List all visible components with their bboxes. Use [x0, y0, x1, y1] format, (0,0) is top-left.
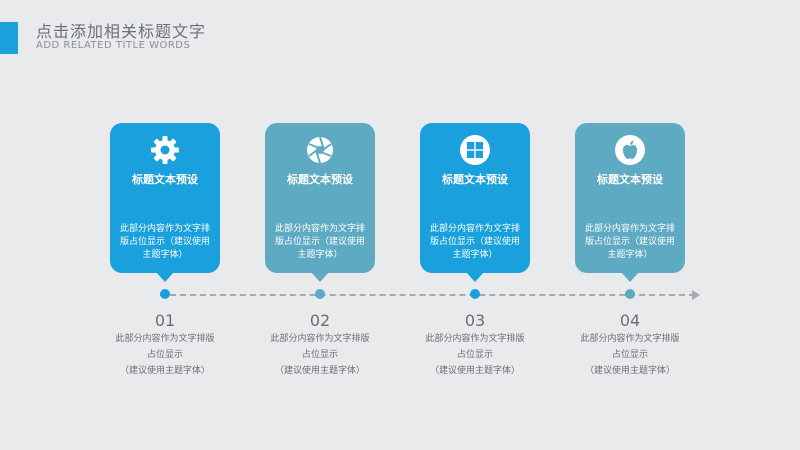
card-title: 标题文本预设 [132, 173, 198, 186]
apple-icon [615, 135, 645, 165]
timeline-line [160, 294, 695, 296]
step-description-3: 此部分内容作为文字排版 占位显示 （建议使用主题字体） [400, 331, 550, 379]
desc-line: 此部分内容作为文字排版 [115, 334, 215, 344]
card-4: 标题文本预设 此部分内容作为文字排版占位显示（建议使用主题字体） [575, 123, 685, 282]
desc-line: （建议使用主题字体） [429, 366, 520, 376]
desc-line: （建议使用主题字体） [584, 366, 675, 376]
desc-line: 此部分内容作为文字排版 [425, 334, 525, 344]
desc-line: （建议使用主题字体） [119, 366, 210, 376]
aperture-icon [307, 136, 333, 164]
desc-line: 占位显示 [611, 350, 648, 360]
card-body: 此部分内容作为文字排版占位显示（建议使用主题字体） [584, 224, 675, 260]
windows-icon [460, 135, 490, 165]
header-accent-bar [0, 22, 18, 54]
card-title: 标题文本预设 [442, 173, 508, 186]
card-title: 标题文本预设 [597, 173, 663, 186]
step-number-1: 01 [154, 311, 176, 330]
page-title: 点击添加相关标题文字 [36, 22, 207, 41]
gear-icon [151, 136, 179, 164]
timeline-arrow-icon [692, 290, 700, 300]
timeline-dot-2 [315, 289, 325, 299]
card-title: 标题文本预设 [287, 173, 353, 186]
step-number-2: 02 [309, 311, 331, 330]
timeline-dot-1 [160, 289, 170, 299]
desc-line: 此部分内容作为文字排版 [270, 334, 370, 344]
card-body: 此部分内容作为文字排版占位显示（建议使用主题字体） [429, 224, 520, 260]
card-1: 标题文本预设 此部分内容作为文字排版占位显示（建议使用主题字体） [110, 123, 220, 282]
page-subtitle: ADD RELATED TITLE WORDS [36, 40, 191, 51]
step-number-3: 03 [464, 311, 486, 330]
card-body: 此部分内容作为文字排版占位显示（建议使用主题字体） [274, 224, 365, 260]
desc-line: （建议使用主题字体） [274, 366, 365, 376]
timeline-dot-3 [470, 289, 480, 299]
desc-line: 占位显示 [146, 350, 183, 360]
step-number-4: 04 [619, 311, 641, 330]
card-body: 此部分内容作为文字排版占位显示（建议使用主题字体） [119, 224, 210, 260]
timeline-dot-4 [625, 289, 635, 299]
desc-line: 占位显示 [301, 350, 338, 360]
step-description-1: 此部分内容作为文字排版 占位显示 （建议使用主题字体） [90, 331, 240, 379]
step-description-2: 此部分内容作为文字排版 占位显示 （建议使用主题字体） [245, 331, 395, 379]
card-2: 标题文本预设 此部分内容作为文字排版占位显示（建议使用主题字体） [265, 123, 375, 282]
desc-line: 占位显示 [456, 350, 493, 360]
desc-line: 此部分内容作为文字排版 [580, 334, 680, 344]
card-3: 标题文本预设 此部分内容作为文字排版占位显示（建议使用主题字体） [420, 123, 530, 282]
step-description-4: 此部分内容作为文字排版 占位显示 （建议使用主题字体） [555, 331, 705, 379]
